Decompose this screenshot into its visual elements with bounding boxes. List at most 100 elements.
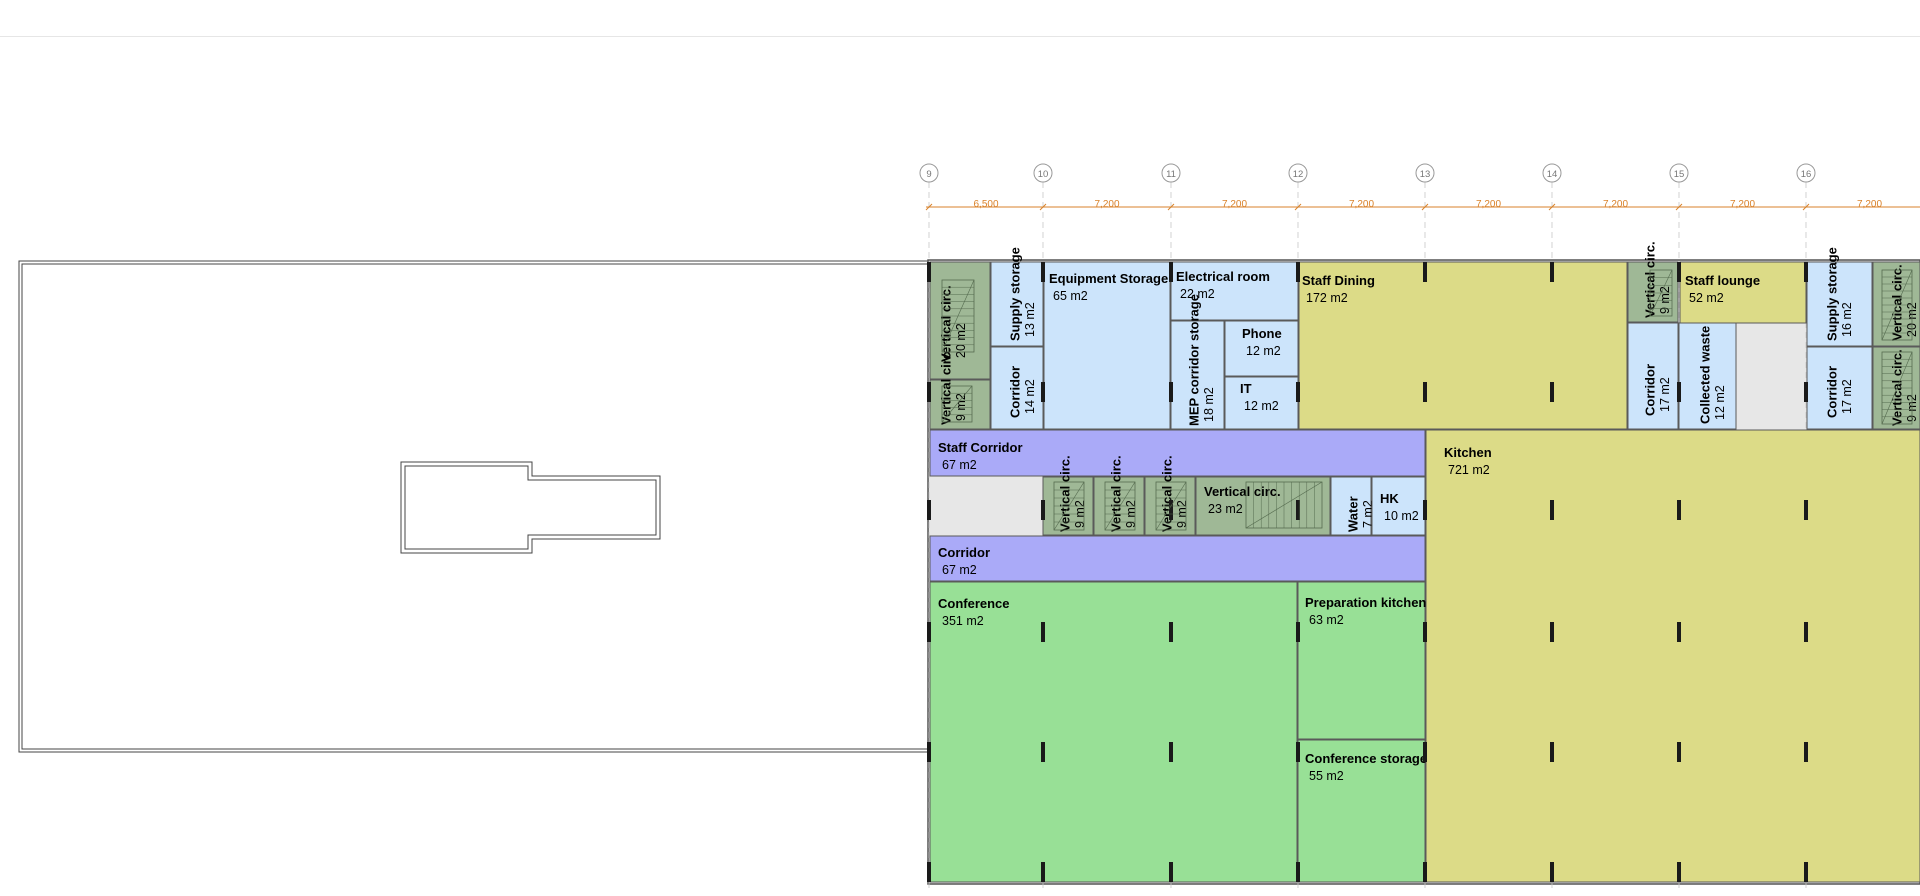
room-vertical-circ-7[interactable]: Vertical circ.9 m2 <box>1093 455 1145 536</box>
room-label: Corridor <box>938 545 990 560</box>
room-vertical-circ-3[interactable]: Vertical circ.9 m2 <box>1627 241 1679 323</box>
room-label: Collected waste <box>1698 326 1713 424</box>
grid-bubble <box>1415 163 1435 183</box>
column-mark <box>1804 862 1808 882</box>
room-label: Supply storage <box>1008 247 1023 341</box>
room-fill <box>1170 261 1299 321</box>
grid-label: 14 <box>1547 169 1558 180</box>
room-vertical-circ-9[interactable]: Vertical circ.23 m2 <box>1195 476 1331 536</box>
column-mark <box>927 262 931 282</box>
column-mark <box>1550 500 1554 520</box>
column-mark <box>1804 622 1808 642</box>
column-mark <box>1169 382 1173 402</box>
column-mark <box>1169 622 1173 642</box>
room-fill <box>1297 581 1426 740</box>
grid-label: 10 <box>1038 169 1049 180</box>
room-fill <box>929 429 1426 477</box>
room-fill <box>1043 261 1171 430</box>
dimension-tick <box>1039 203 1047 211</box>
room-fill <box>929 261 991 380</box>
room-staff-dining[interactable]: Staff Dining 172 m2 <box>1298 261 1628 430</box>
grid-label: 9 <box>926 169 931 180</box>
room-vertical-circ-1[interactable]: Vertical circ.20 m2 <box>929 261 991 380</box>
room-area: 67 m2 <box>942 563 977 577</box>
column-mark <box>1423 382 1427 402</box>
room-fill <box>1195 476 1331 536</box>
room-fill <box>1224 320 1299 377</box>
room-label: Staff Dining <box>1302 273 1375 288</box>
column-mark <box>1550 262 1554 282</box>
room-area: 63 m2 <box>1309 613 1344 627</box>
dimension-tick <box>1548 203 1556 211</box>
room-preparation-kitchen[interactable]: Preparation kitchen 63 m2 <box>1297 581 1426 740</box>
room-label: IT <box>1240 381 1252 396</box>
stair-diagonal <box>941 385 973 423</box>
room-label: Corridor <box>1825 366 1840 418</box>
column-mark <box>927 382 931 402</box>
column-mark <box>1804 382 1808 402</box>
grid-label: 15 <box>1674 169 1685 180</box>
room-kitchen[interactable]: Kitchen 721 m2 <box>1425 429 1920 883</box>
room-label: Phone <box>1242 326 1282 341</box>
column-mark <box>1296 500 1300 520</box>
dimension-label: 7,200 <box>1730 199 1755 210</box>
room-fill <box>929 535 1426 582</box>
room-label: Vertical circ. <box>1109 455 1124 532</box>
room-vertical-circ-4[interactable]: Vertical circ.20 m2 <box>1872 261 1920 347</box>
grid-bubble <box>1796 163 1816 183</box>
room-label: Staff lounge <box>1685 273 1760 288</box>
room-area: 172 m2 <box>1306 291 1348 305</box>
column-mark <box>1041 262 1045 282</box>
column-mark <box>1041 500 1045 520</box>
stair-diagonal <box>1245 481 1323 529</box>
column-mark <box>1550 382 1554 402</box>
dimension-label: 6,500 <box>973 199 998 210</box>
stair-symbols <box>941 269 1913 531</box>
dimension-tick <box>1675 203 1683 211</box>
column-mark <box>1041 382 1045 402</box>
column-mark <box>1677 742 1681 762</box>
grid-bubble <box>1161 163 1181 183</box>
grid-bubble <box>1033 163 1053 183</box>
room-label: Kitchen <box>1444 445 1492 460</box>
room-label: Preparation kitchen <box>1305 595 1426 610</box>
stair-outline <box>941 385 973 423</box>
dimension-tick <box>1167 203 1175 211</box>
column-mark <box>1550 622 1554 642</box>
room-fill <box>1224 376 1299 430</box>
room-label: Conference storage <box>1305 751 1427 766</box>
dimension-tick <box>1421 203 1429 211</box>
room-label: Electrical room <box>1176 269 1270 284</box>
stair-diagonal <box>1881 269 1913 341</box>
room-label: Vertical circ. <box>1058 455 1073 532</box>
stair-diagonal <box>941 279 975 353</box>
room-fill <box>990 261 1044 347</box>
column-mark <box>927 862 931 882</box>
column-mark <box>1804 500 1808 520</box>
room-corridor-4[interactable]: Corridor 67 m2 <box>929 535 1426 582</box>
room-area: 10 m2 <box>1384 509 1419 523</box>
column-mark <box>1677 862 1681 882</box>
room-area: 9 m2 <box>954 393 968 421</box>
grid-bubble <box>1542 163 1562 183</box>
room-area: 65 m2 <box>1053 289 1088 303</box>
room-area: 721 m2 <box>1448 463 1490 477</box>
